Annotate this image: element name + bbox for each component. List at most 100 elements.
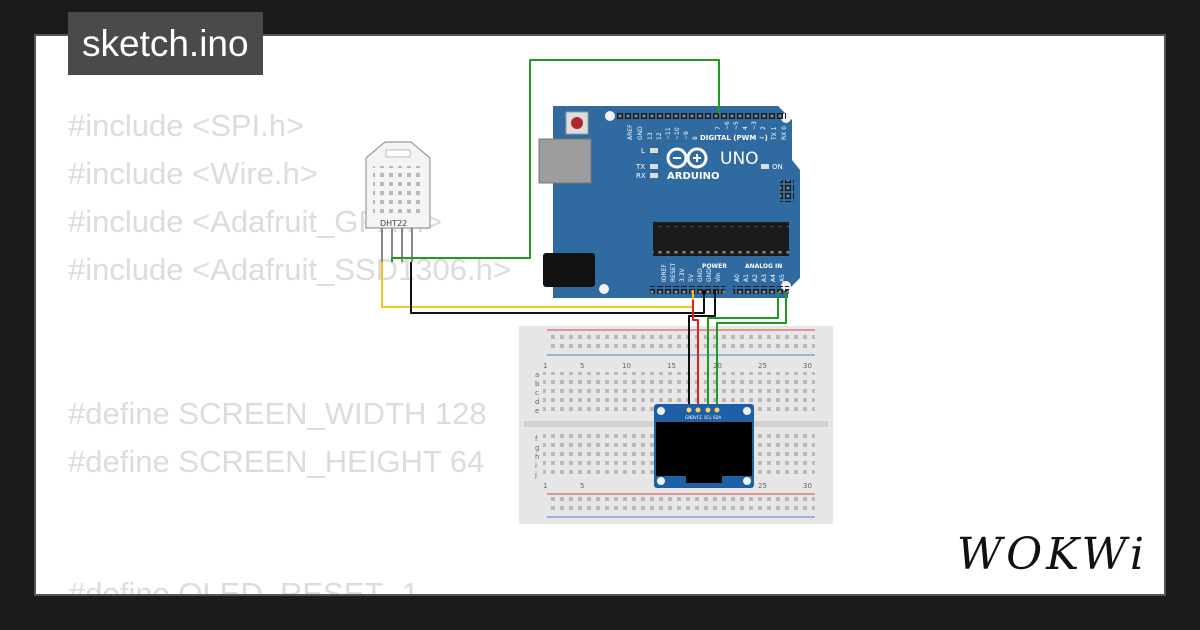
chip-pins bbox=[653, 222, 789, 227]
code-line: #include <Wire.h> bbox=[68, 156, 318, 191]
pin-label: A2 bbox=[752, 274, 759, 282]
column-number: 10 bbox=[622, 362, 631, 370]
pin-label: A0 bbox=[734, 274, 741, 282]
wire-green-data[interactable] bbox=[391, 59, 720, 262]
code-line: #define SCREEN_WIDTH 128 bbox=[68, 396, 487, 431]
power-label: POWER bbox=[702, 263, 727, 270]
pin-label: IOREF bbox=[661, 264, 668, 282]
oled-pin-label: GND bbox=[685, 415, 694, 420]
pin-label: A3 bbox=[761, 274, 768, 282]
led-on-label: ON bbox=[772, 163, 783, 171]
wire-green-oled-scl[interactable] bbox=[707, 292, 779, 410]
digital-header bbox=[616, 112, 786, 120]
code-line: #define SCREEN_HEIGHT 64 bbox=[68, 444, 485, 479]
led-l-label: L bbox=[641, 147, 645, 155]
file-tab-sketch[interactable]: sketch.ino bbox=[68, 12, 263, 75]
mounting-hole bbox=[657, 477, 665, 485]
wire-red-oled-vcc[interactable] bbox=[692, 300, 699, 410]
row-letter: j bbox=[534, 471, 537, 479]
pin-label: Vin bbox=[715, 272, 722, 282]
pin-label: GND bbox=[697, 268, 704, 282]
pin-label: ~9 bbox=[683, 131, 690, 140]
atmega-chip bbox=[653, 222, 789, 256]
mounting-hole bbox=[743, 407, 751, 415]
icsp-header bbox=[780, 180, 794, 202]
usb-port bbox=[538, 138, 592, 184]
digital-label: DIGITAL (PWM ~) bbox=[700, 134, 768, 142]
pin-label: ~6 bbox=[724, 121, 731, 130]
analog-header bbox=[733, 286, 789, 294]
pin-label: AREF bbox=[627, 124, 634, 140]
row-letter: h bbox=[535, 453, 539, 461]
column-number: 25 bbox=[758, 482, 767, 490]
reset-button-cap bbox=[571, 117, 583, 129]
power-rail-bottom bbox=[549, 497, 815, 512]
mounting-hole bbox=[605, 111, 615, 121]
oled-pin bbox=[695, 407, 701, 413]
led-rx bbox=[650, 173, 658, 178]
led-on bbox=[761, 164, 769, 169]
board-model: UNO bbox=[720, 149, 759, 169]
row-letter: f bbox=[535, 435, 538, 443]
row-letter: a bbox=[535, 371, 539, 379]
row-letter: i bbox=[535, 462, 537, 470]
pin-label: A4 bbox=[770, 274, 777, 282]
oled-display[interactable]: GND VCC SCL SDA bbox=[654, 404, 754, 488]
dht22-sensor[interactable]: DHT22 bbox=[365, 141, 431, 262]
led-tx bbox=[650, 164, 658, 169]
row-letter: g bbox=[535, 444, 539, 452]
wokwi-logo: WOKWi bbox=[956, 529, 1148, 580]
code-layer: #include <SPI.h> #include <Wire.h> #incl… bbox=[36, 36, 1164, 594]
led-tx-label: TX bbox=[635, 163, 645, 171]
pin-label: ~10 bbox=[674, 127, 681, 140]
oled-pin-label: SDA bbox=[713, 415, 722, 420]
column-number: 5 bbox=[580, 362, 584, 370]
pin-label: RX 0 bbox=[781, 126, 788, 140]
pin-label: GND bbox=[637, 126, 644, 140]
pin-label: 13 bbox=[647, 132, 654, 140]
mounting-hole bbox=[743, 477, 751, 485]
row-letter: d bbox=[535, 398, 539, 406]
oled-pin bbox=[705, 407, 711, 413]
pin-label: TX 1 bbox=[771, 126, 778, 141]
pin-label: 5V bbox=[688, 273, 695, 282]
column-number: 25 bbox=[758, 362, 767, 370]
arduino-uno[interactable]: DIGITAL (PWM ~) AREF GND 13 12 ~11 ~10 ~… bbox=[538, 106, 800, 298]
pin-label: 4 bbox=[742, 126, 749, 130]
analog-label: ANALOG IN bbox=[745, 263, 782, 270]
pin-label: A5 bbox=[779, 274, 786, 282]
pin-label: RESET bbox=[670, 262, 677, 282]
column-number: 5 bbox=[580, 482, 584, 490]
mounting-hole bbox=[599, 284, 609, 294]
pin-label: ~3 bbox=[751, 121, 758, 130]
column-number: 30 bbox=[803, 362, 812, 370]
row-letter: b bbox=[535, 380, 540, 388]
column-number: 1 bbox=[543, 482, 547, 490]
oled-ribbon bbox=[686, 476, 722, 483]
wire-black-oled-gnd[interactable] bbox=[688, 290, 716, 410]
pin-label: 12 bbox=[656, 132, 663, 140]
oled-pin bbox=[686, 407, 692, 413]
row-letter: c bbox=[535, 389, 539, 397]
oled-pin-label: SCL bbox=[704, 415, 712, 420]
pin-label: 8 bbox=[692, 136, 699, 140]
column-number: 15 bbox=[667, 362, 676, 370]
pin-label: 7 bbox=[715, 126, 722, 130]
code-line: #include <SPI.h> bbox=[68, 108, 305, 143]
wire-black-gnd[interactable] bbox=[410, 262, 705, 314]
code-line: #define OLED_RESET -1 bbox=[68, 576, 419, 594]
dht22-notch bbox=[385, 149, 411, 158]
mounting-hole bbox=[657, 407, 665, 415]
pin-label: A1 bbox=[743, 274, 750, 282]
power-rail-top bbox=[549, 335, 815, 350]
board-brand: ARDUINO bbox=[667, 171, 719, 182]
wire-yellow-vcc[interactable] bbox=[381, 262, 694, 308]
led-l bbox=[650, 148, 658, 153]
wire-green-oled-sda[interactable] bbox=[716, 292, 787, 410]
column-number: 1 bbox=[543, 362, 547, 370]
pin-label: ~5 bbox=[733, 121, 740, 130]
row-letter: e bbox=[535, 407, 539, 415]
column-number: 30 bbox=[803, 482, 812, 490]
dht22-label: DHT22 bbox=[380, 219, 407, 228]
